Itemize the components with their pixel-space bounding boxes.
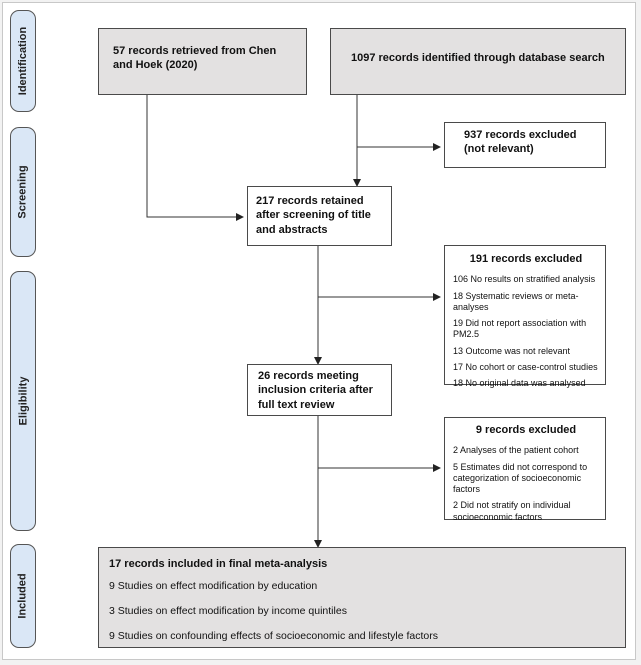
stage-included-label: Included xyxy=(17,573,30,619)
box-chen-hoek-text: 57 records retrieved from Chen and Hoek … xyxy=(113,45,277,72)
excluded-9-item: 5 Estimates did not correspond to catego… xyxy=(453,461,588,495)
box-eligible-26: 26 records meeting inclusion criteria af… xyxy=(247,364,392,416)
excluded-191-item: 17 No cohort or case-control studies xyxy=(453,361,598,372)
stage-eligibility-label: Eligibility xyxy=(17,376,29,426)
stage-identification-label: Identification xyxy=(17,26,30,96)
box-database-records: 1097 records identified through database… xyxy=(330,28,626,95)
box-excluded-9: 9 records excluded 2 Analyses of the pat… xyxy=(444,417,606,522)
excluded-191-item: 13 Outcome was not relevant xyxy=(453,345,571,356)
excluded-9-item: 2 Analyses of the patient cohort xyxy=(453,445,579,456)
excluded-9-item: 2 Did not stratify on individual socioec… xyxy=(453,500,571,522)
box-database-text: 1097 records identified through database… xyxy=(351,52,605,64)
box-retained-screening-text: 217 records retained after screening of … xyxy=(256,195,371,236)
excluded-9-title: 9 records excluded xyxy=(475,424,577,436)
box-eligible-26-text: 26 records meeting inclusion criteria af… xyxy=(258,370,373,411)
excluded-191-item: 106 No results on stratified analysis xyxy=(453,274,596,285)
box-excluded-937: 937 records excluded (not relevant) xyxy=(444,122,606,168)
box-excluded-937-text: 937 records excluded (not relevant) xyxy=(464,129,577,156)
stage-eligibility: Eligibility xyxy=(10,271,36,531)
box-chen-hoek-records: 57 records retrieved from Chen and Hoek … xyxy=(98,28,307,95)
included-title: 17 records included in final meta-analys… xyxy=(109,558,328,570)
excluded-191-item: 18 Systematic reviews or meta-analyses xyxy=(453,290,579,312)
included-item: 3 Studies on effect modification by inco… xyxy=(109,604,347,617)
box-retained-screening: 217 records retained after screening of … xyxy=(247,186,392,246)
included-item: 9 Studies on effect modification by educ… xyxy=(109,580,318,593)
stage-screening-label: Screening xyxy=(17,165,29,219)
excluded-191-item: 19 Did not report association with PM2.5 xyxy=(453,318,587,340)
stage-included: Included xyxy=(10,544,36,648)
excluded-191-title: 191 records excluded xyxy=(469,253,583,265)
excluded-191-item: 18 No original data was analysed xyxy=(453,378,586,389)
included-item: 9 Studies on confounding effects of soci… xyxy=(109,629,439,642)
stage-identification: Identification xyxy=(10,10,36,112)
stage-screening: Screening xyxy=(10,127,36,257)
box-included-final: 17 records included in final meta-analys… xyxy=(98,547,626,648)
box-excluded-191: 191 records excluded 106 No results on s… xyxy=(444,245,606,388)
